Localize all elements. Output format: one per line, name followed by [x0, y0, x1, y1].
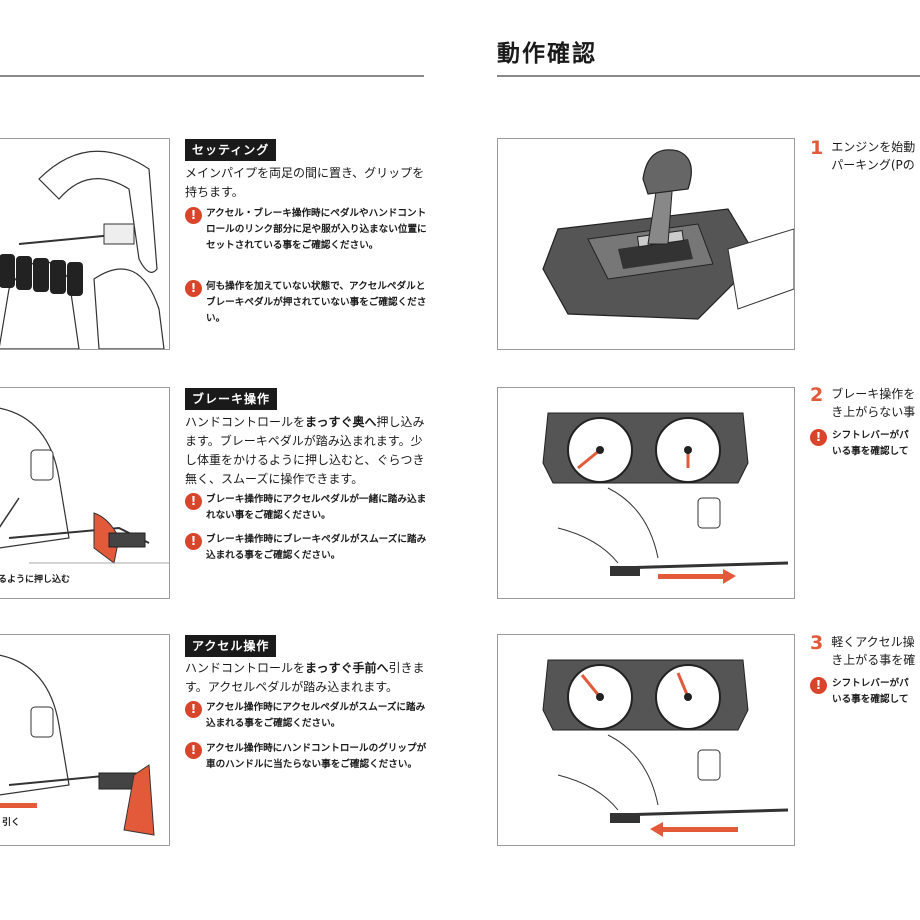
brake-tag: ブレーキ操作	[185, 388, 278, 410]
step-2-warning: ! シフトレバーがパ いる事を確認して	[810, 428, 909, 460]
step-3-warning-line-1: シフトレバーがパ	[832, 678, 909, 689]
setting-body: メインパイプを両足の間に置き、グリップを持ちます。	[185, 166, 425, 199]
accel-illustration	[0, 634, 170, 846]
setting-illustration	[0, 138, 170, 350]
step-2-number: 2	[810, 384, 824, 406]
accel-check-illustration	[497, 634, 795, 846]
exclamation-circle-icon: !	[810, 429, 827, 446]
step-2-warning-line-1: シフトレバーがパ	[832, 430, 909, 441]
accel-warning-1: ! アクセル操作時にアクセルペダルがスムーズに踏み込まれる事をご確認ください。	[185, 700, 429, 732]
exclamation-circle-icon: !	[185, 493, 202, 510]
brake-body-emphasis: まっすぐ奥へ	[305, 415, 377, 429]
brake-body: ハンドコントロールをまっすぐ奥へ押し込みます。ブレーキペダルが踏み込まれます。少…	[185, 413, 425, 489]
step-1-line-2: パーキング(Pの	[831, 158, 915, 172]
step-2-line-2: き上がらない事	[831, 405, 916, 419]
accel-warning-2-text: アクセル操作時にハンドコントロールのグリップが車のハンドルに当たらない事をご確認…	[206, 743, 427, 770]
step-3-number: 3	[810, 632, 824, 654]
exclamation-circle-icon: !	[185, 742, 202, 759]
accel-warning-2: ! アクセル操作時にハンドコントロールのグリップが車のハンドルに当たらない事をご…	[185, 741, 429, 773]
step-3-warning-line-2: いる事を確認して	[832, 694, 909, 705]
step-3-warning: ! シフトレバーがパ いる事を確認して	[810, 676, 909, 708]
accel-body-before: ハンドコントロールを	[185, 661, 306, 675]
brake-check-illustration	[497, 387, 795, 599]
step-3-line-1: 軽くアクセル操	[831, 635, 915, 649]
accel-body-after: 引きます。アクセルペダルが踏み込まれます。	[185, 661, 425, 694]
left-header-rule	[0, 75, 424, 77]
exclamation-circle-icon: !	[185, 207, 202, 224]
step-1: 1 エンジンを始動 パーキング(Pの	[810, 138, 915, 174]
step-1-line-1: エンジンを始動	[831, 140, 916, 154]
step-1-number: 1	[810, 137, 824, 159]
setting-warning-2: ! 何も操作を加えていない状態で、アクセルペダルとブレーキペダルが押されていない…	[185, 279, 429, 327]
setting-warning-1: ! アクセル・ブレーキ操作時にペダルやハンドコントロールのリンク部分に足や服が入…	[185, 206, 429, 254]
step-3-line-2: き上がる事を確	[831, 653, 916, 667]
gear-shift-illustration	[497, 138, 795, 350]
brake-caption: るように押し込む	[0, 575, 71, 585]
exclamation-circle-icon: !	[185, 701, 202, 718]
step-2-warning-line-2: いる事を確認して	[832, 446, 909, 457]
setting-warning-2-text: 何も操作を加えていない状態で、アクセルペダルとブレーキペダルが押されていない事を…	[206, 281, 427, 324]
accel-tag: アクセル操作	[185, 635, 277, 657]
step-2: 2 ブレーキ操作を き上がらない事	[810, 385, 915, 421]
step-2-line-1: ブレーキ操作を	[831, 387, 916, 401]
exclamation-circle-icon: !	[185, 533, 202, 550]
brake-warning-1-text: ブレーキ操作時にアクセルペダルが一緒に踏み込まれない事をご確認ください。	[206, 494, 427, 521]
exclamation-circle-icon: !	[810, 677, 827, 694]
brake-body-after: 押し込みます。ブレーキペダルが踏み込まれます。少し体重をかけるように押し込むと、…	[185, 415, 425, 486]
accel-caption: 引く	[2, 818, 21, 828]
exclamation-circle-icon: !	[185, 280, 202, 297]
accel-body: ハンドコントロールをまっすぐ手前へ引きます。アクセルペダルが踏み込まれます。	[185, 659, 425, 697]
accel-body-emphasis: まっすぐ手前へ	[305, 661, 389, 675]
brake-warning-2-text: ブレーキ操作時にブレーキペダルがスムーズに踏み込まれる事をご確認ください。	[206, 534, 427, 561]
step-3: 3 軽くアクセル操 き上がる事を確	[810, 633, 915, 669]
brake-warning-1: ! ブレーキ操作時にアクセルペダルが一緒に踏み込まれない事をご確認ください。	[185, 492, 429, 524]
accel-warning-1-text: アクセル操作時にアクセルペダルがスムーズに踏み込まれる事をご確認ください。	[206, 702, 426, 729]
page-heading: 動作確認	[497, 41, 597, 67]
brake-illustration	[0, 387, 170, 599]
right-header-rule	[497, 75, 920, 77]
brake-body-before: ハンドコントロールを	[185, 415, 306, 429]
setting-warning-1-text: アクセル・ブレーキ操作時にペダルやハンドコントロールのリンク部分に足や服が入り込…	[206, 208, 427, 251]
brake-warning-2: ! ブレーキ操作時にブレーキペダルがスムーズに踏み込まれる事をご確認ください。	[185, 532, 429, 564]
setting-tag: セッティング	[185, 139, 277, 161]
